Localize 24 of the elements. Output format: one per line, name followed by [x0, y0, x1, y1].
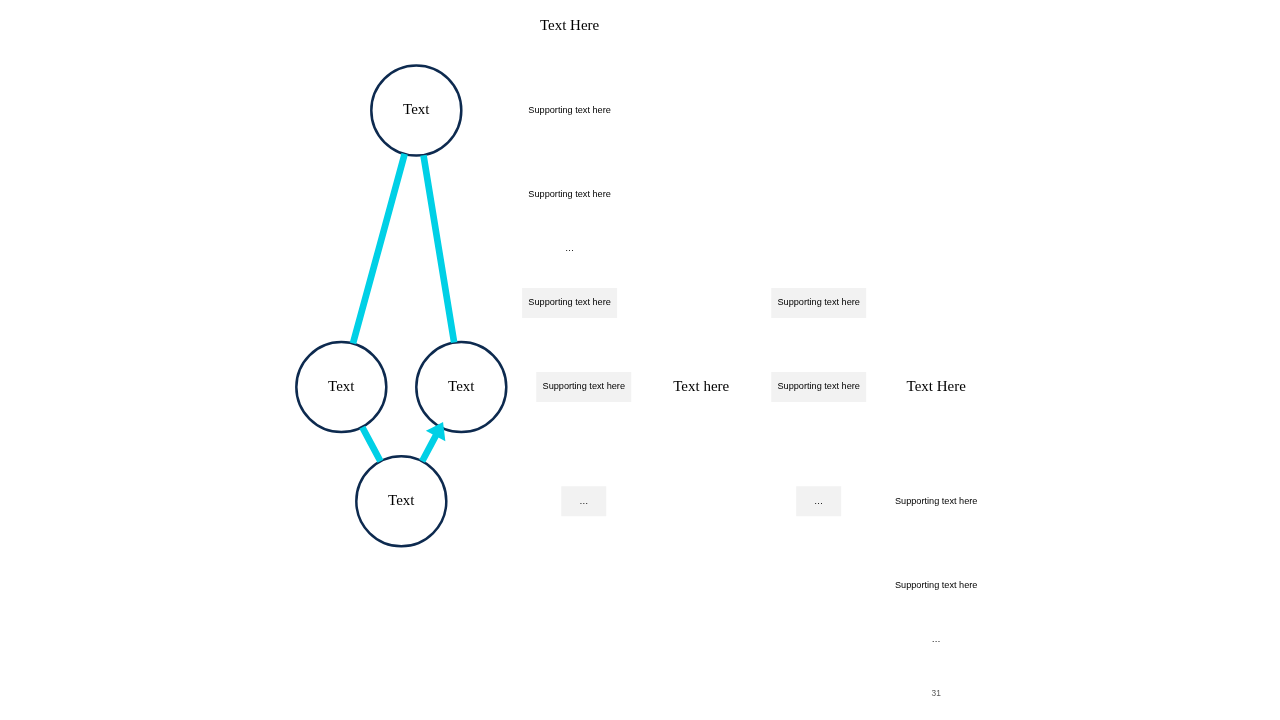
node-circle: Text: [355, 455, 448, 548]
label: Text Here: [906, 377, 966, 394]
label: Supporting text here: [528, 104, 611, 115]
label: Supporting text here: [777, 381, 860, 392]
node-circle: Text: [370, 64, 463, 157]
node-circle: Text: [295, 340, 388, 434]
label: Supporting text here: [777, 297, 860, 308]
label: Supporting text here: [894, 495, 978, 506]
arrow: [419, 422, 446, 463]
connector: [420, 154, 458, 344]
connector: [349, 153, 408, 345]
label: Supporting text here: [528, 188, 611, 199]
label: …: [931, 633, 941, 644]
node-circle: Text: [415, 340, 508, 434]
label: …: [579, 495, 589, 506]
label: …: [565, 243, 575, 254]
connector: [359, 425, 384, 463]
label: Text Here: [539, 17, 600, 33]
label: 31: [931, 687, 941, 698]
label: Supporting text here: [528, 297, 611, 308]
label: Supporting text here: [542, 381, 625, 392]
label: …: [814, 495, 824, 506]
label: Supporting text here: [894, 579, 978, 590]
label: Text here: [673, 377, 730, 394]
